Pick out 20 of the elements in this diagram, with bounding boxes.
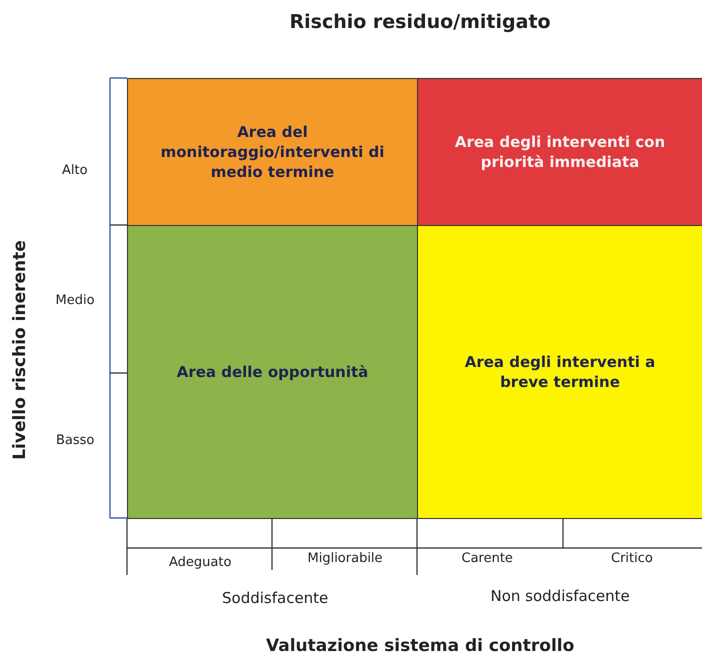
area-label: Area del monitoraggio/interventi di medio termine	[160, 122, 386, 182]
axis-group-label: Soddisfacente	[222, 589, 328, 607]
axis-tick-label: Critico	[611, 550, 653, 566]
axis-tick-label: Medio	[56, 292, 95, 308]
axis-tick-label: Adeguato	[169, 554, 232, 570]
axis-tick-label: Basso	[56, 432, 94, 448]
matrix-area	[127, 225, 418, 519]
chart-title: Rischio residuo/mitigato	[290, 11, 551, 33]
area-label: Area degli interventi a breve termine	[464, 352, 656, 392]
matrix-area	[127, 78, 418, 226]
matrix-area	[417, 225, 702, 519]
area-label: Area degli interventi con priorità immediata	[454, 132, 666, 172]
matrix-area	[417, 78, 702, 226]
axis-tick-label: Carente	[462, 550, 513, 566]
axis-tick-label: Alto	[62, 162, 88, 178]
axis-title: Livello rischio inerente	[10, 240, 30, 460]
area-label: Area delle opportunità	[176, 362, 368, 382]
axis-title: Valutazione sistema di controllo	[266, 636, 574, 655]
axis-group-label: Non soddisfacente	[490, 587, 630, 605]
axis-tick-label: Migliorabile	[308, 550, 383, 566]
